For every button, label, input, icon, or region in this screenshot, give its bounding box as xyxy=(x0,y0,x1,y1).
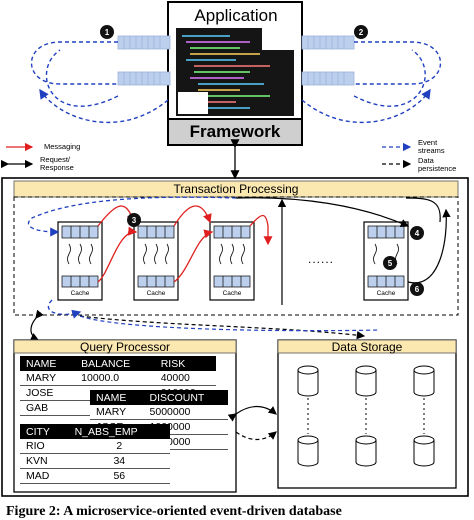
table-header-row: NAME BALANCE RISK xyxy=(20,356,216,371)
tp-dashed-area xyxy=(13,196,459,316)
table-cell: MAD xyxy=(20,468,69,484)
qp-band xyxy=(13,339,237,354)
table-cell: MARY xyxy=(90,405,144,420)
right-event-queues xyxy=(301,35,355,86)
outer-container xyxy=(1,177,469,497)
legend-data-persistence: Data persistence xyxy=(418,156,457,173)
legend-messaging: Messaging xyxy=(44,142,81,151)
cache-label-3: Cache xyxy=(222,290,242,297)
figure-caption: Figure 2: A microservice-oriented event-… xyxy=(6,504,342,519)
table-row: MARY 10000.0 40000 xyxy=(20,371,216,386)
col-header: BALANCE xyxy=(75,356,155,371)
col-header: NAME xyxy=(90,390,144,405)
table-cell: JOSE xyxy=(20,385,76,401)
table-row: RIO 2 xyxy=(20,439,170,454)
badge-6: 6 xyxy=(410,282,424,296)
microservice-3 xyxy=(209,221,255,301)
table-cell: GAB xyxy=(20,400,76,416)
table-cell: MARY xyxy=(20,371,76,386)
table-cell: 10000.0 xyxy=(75,371,155,386)
ds-band xyxy=(277,339,457,354)
table-cell: 2 xyxy=(68,439,170,454)
col-header: NAME xyxy=(20,356,76,371)
microservice-2 xyxy=(133,221,179,301)
ds-title: Data Storage xyxy=(331,339,403,354)
badge-5: 5 xyxy=(383,256,397,270)
code-panel-white-bottom xyxy=(178,92,208,114)
more-services-ellipsis: ...... xyxy=(308,252,335,266)
cities-table: CITY N_ABS_EMP RIO 2 KVN 34 MAD 56 xyxy=(20,424,170,484)
tp-band xyxy=(13,180,459,198)
table-cell: 34 xyxy=(68,453,170,469)
event-stream-loops xyxy=(31,41,441,124)
framework-title: Framework xyxy=(189,121,281,141)
microservice-1 xyxy=(57,221,103,301)
tp-to-lower xyxy=(29,309,381,341)
col-header: DISCOUNT xyxy=(143,390,228,405)
table-row: MARY 5000000 xyxy=(90,405,228,420)
code-panel-white-top xyxy=(262,28,294,50)
tp-title: Transaction Processing xyxy=(173,182,299,196)
table-cell: RIO xyxy=(20,439,69,454)
table-row: KVN 34 xyxy=(20,453,170,469)
badge-1: 1 xyxy=(100,25,114,39)
table-row: MAD 56 xyxy=(20,468,170,484)
storage-dotted-links xyxy=(307,398,425,434)
col-header: CITY xyxy=(20,424,69,439)
table-cell: 40000 xyxy=(154,371,216,386)
left-event-queues xyxy=(117,35,171,86)
cache-label-1: Cache xyxy=(70,290,90,297)
table-cell: 5000000 xyxy=(143,405,228,420)
qp-title: Query Processor xyxy=(79,339,171,354)
badge-3: 3 xyxy=(127,213,141,227)
table-cell: KVN xyxy=(20,453,69,469)
tp-event-streams xyxy=(27,196,237,319)
legend-request-response: Request/ Response xyxy=(40,155,74,172)
table-cell: 56 xyxy=(68,468,170,484)
legend-lines xyxy=(0,142,412,169)
col-header: N_ABS_EMP xyxy=(68,424,170,439)
legend-event-streams: Event streams xyxy=(418,138,445,155)
table-header-row: CITY N_ABS_EMP xyxy=(20,424,170,439)
col-header: RISK xyxy=(154,356,216,371)
qp-storage-arrows xyxy=(227,405,277,441)
table-header-row: NAME DISCOUNT xyxy=(90,390,228,405)
badge-2: 2 xyxy=(354,25,368,39)
application-title: Application xyxy=(194,6,278,25)
cache-label-4: Cache xyxy=(376,290,396,297)
cache-label-2: Cache xyxy=(146,290,166,297)
badge-4: 4 xyxy=(410,226,424,240)
storage-cylinders xyxy=(297,365,435,467)
